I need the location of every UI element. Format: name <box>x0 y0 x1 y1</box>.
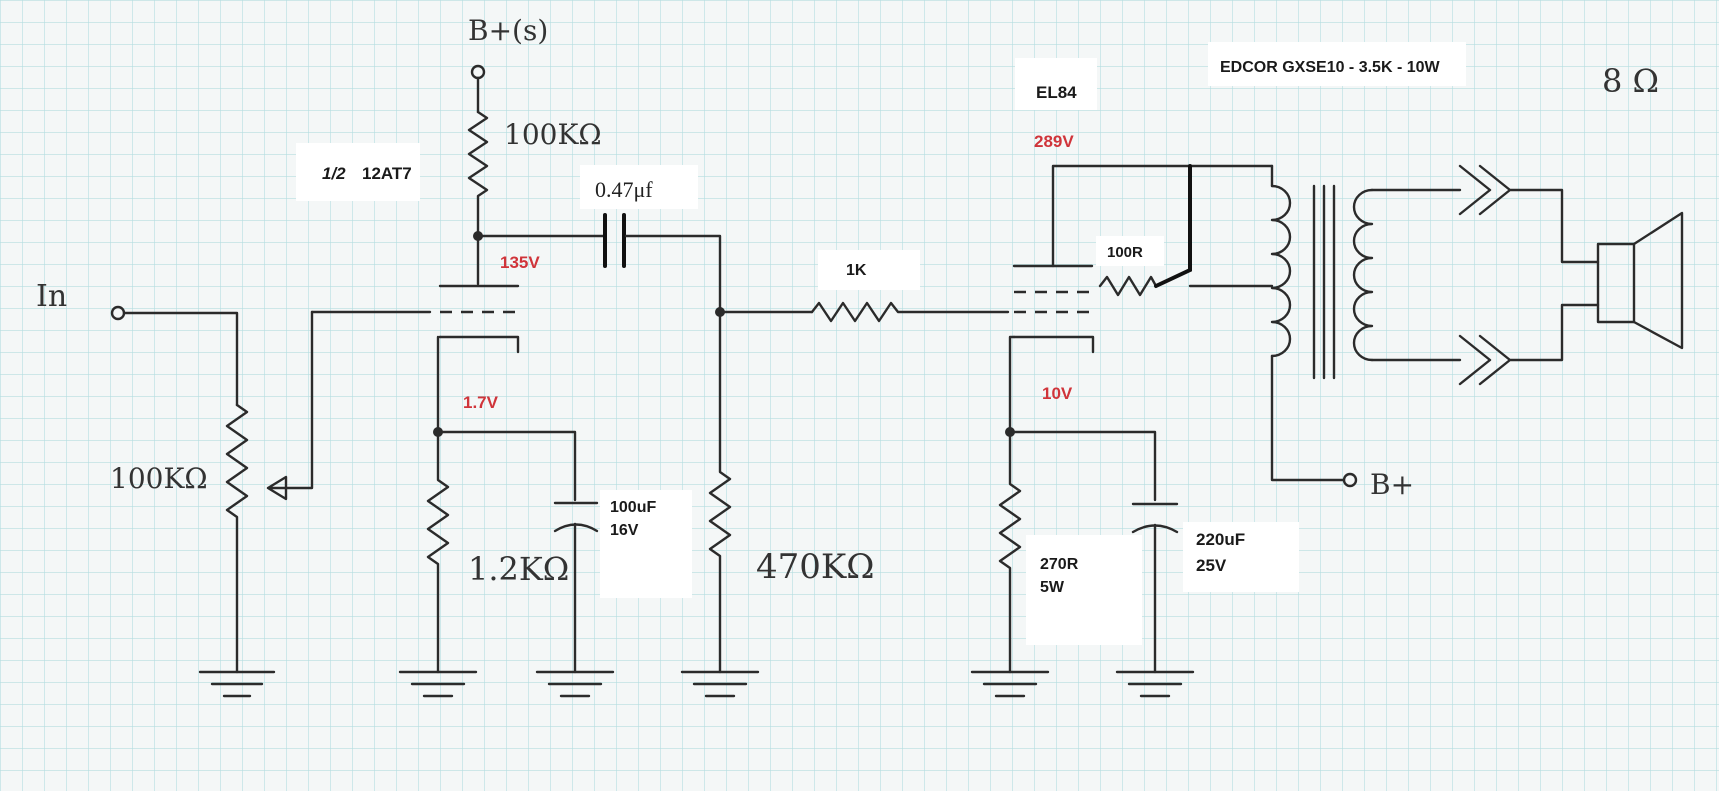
grid-stopper-label: 1K <box>846 262 867 279</box>
preamp-cathode-voltage: 1.7V <box>463 393 499 412</box>
volume-pot-label: 100KΩ <box>110 462 208 495</box>
power-cathode-voltage: 10V <box>1042 384 1073 403</box>
plate-resistor <box>467 110 489 238</box>
label-patch-12at7 <box>296 143 420 201</box>
screen-resistor <box>1098 275 1158 297</box>
power-tube-label: EL84 <box>1036 83 1077 102</box>
power-bypass-cap-voltage: 25V <box>1196 556 1227 575</box>
coupling-cap-label: 0.47μf <box>595 177 653 202</box>
grid-stopper-resistor <box>810 301 1010 323</box>
speaker-connector-bottom <box>1458 303 1600 386</box>
ground-symbol <box>198 670 276 698</box>
power-tube-cathode <box>1012 335 1095 354</box>
coupling-cap <box>603 213 626 268</box>
b-plus-screen-label: B+(s) <box>468 14 548 47</box>
power-plate-voltage: 289V <box>1034 132 1074 151</box>
b-plus-terminal[interactable] <box>1342 472 1358 488</box>
power-bypass-cap <box>1131 502 1179 674</box>
plate-resistor-label: 100KΩ <box>504 118 602 151</box>
transformer-secondary <box>1352 188 1374 362</box>
preamp-plate-voltage: 135V <box>500 253 540 272</box>
input-terminal[interactable] <box>110 305 126 321</box>
label-patch-transformer <box>1208 42 1466 86</box>
preamp-bypass-cap-value: 100uF <box>610 499 656 516</box>
grid-leak-resistor-label: 470KΩ <box>756 547 875 587</box>
power-tube <box>970 164 1274 698</box>
speaker-impedance-label: 8 Ω <box>1602 62 1659 100</box>
preamp-tube-label: 12AT7 <box>362 164 412 183</box>
label-patch-270r <box>1026 535 1142 645</box>
speaker-icon <box>1596 211 1684 350</box>
input-section <box>110 305 432 698</box>
screen-link-wire <box>1154 164 1192 288</box>
preamp-tube <box>398 64 615 698</box>
preamp-cathode-resistor <box>426 430 450 674</box>
label-patch-el84 <box>1015 58 1097 110</box>
label-patch-100r <box>1096 236 1164 266</box>
volume-pot-resistor <box>225 403 249 674</box>
preamp-cathode-resistor-label: 1.2KΩ <box>468 550 569 588</box>
input-label: In <box>36 279 67 314</box>
grid-leak-resistor <box>708 310 732 674</box>
label-patch-1k <box>818 250 920 290</box>
transformer-core <box>1312 184 1336 380</box>
b-plus-label: B+ <box>1370 468 1414 501</box>
preamp-bypass-cap-voltage: 16V <box>610 522 639 539</box>
screen-resistor-label: 100R <box>1107 244 1143 261</box>
speaker-connector-top <box>1458 164 1600 264</box>
volume-pot-wiper <box>266 310 314 501</box>
transformer-primary <box>1270 184 1292 358</box>
label-patch-220uf <box>1183 522 1299 592</box>
tube-cathode <box>438 335 520 354</box>
output-transformer <box>1270 164 1684 488</box>
power-cathode-resistor-value: 270R <box>1040 556 1079 573</box>
power-cathode-resistor <box>998 430 1022 674</box>
transformer-label: EDCOR GXSE10 - 3.5K - 10W <box>1220 59 1441 76</box>
power-bypass-cap-value: 220uF <box>1196 530 1245 549</box>
b-plus-screen-terminal[interactable] <box>470 64 486 80</box>
power-cathode-resistor-watt: 5W <box>1040 579 1065 596</box>
coupling-section <box>476 213 1010 698</box>
preamp-bypass-cap <box>553 501 599 674</box>
preamp-tube-fraction: 1/2 <box>322 164 346 183</box>
label-patch-100uf <box>600 490 692 598</box>
label-patch-cap <box>580 165 698 209</box>
